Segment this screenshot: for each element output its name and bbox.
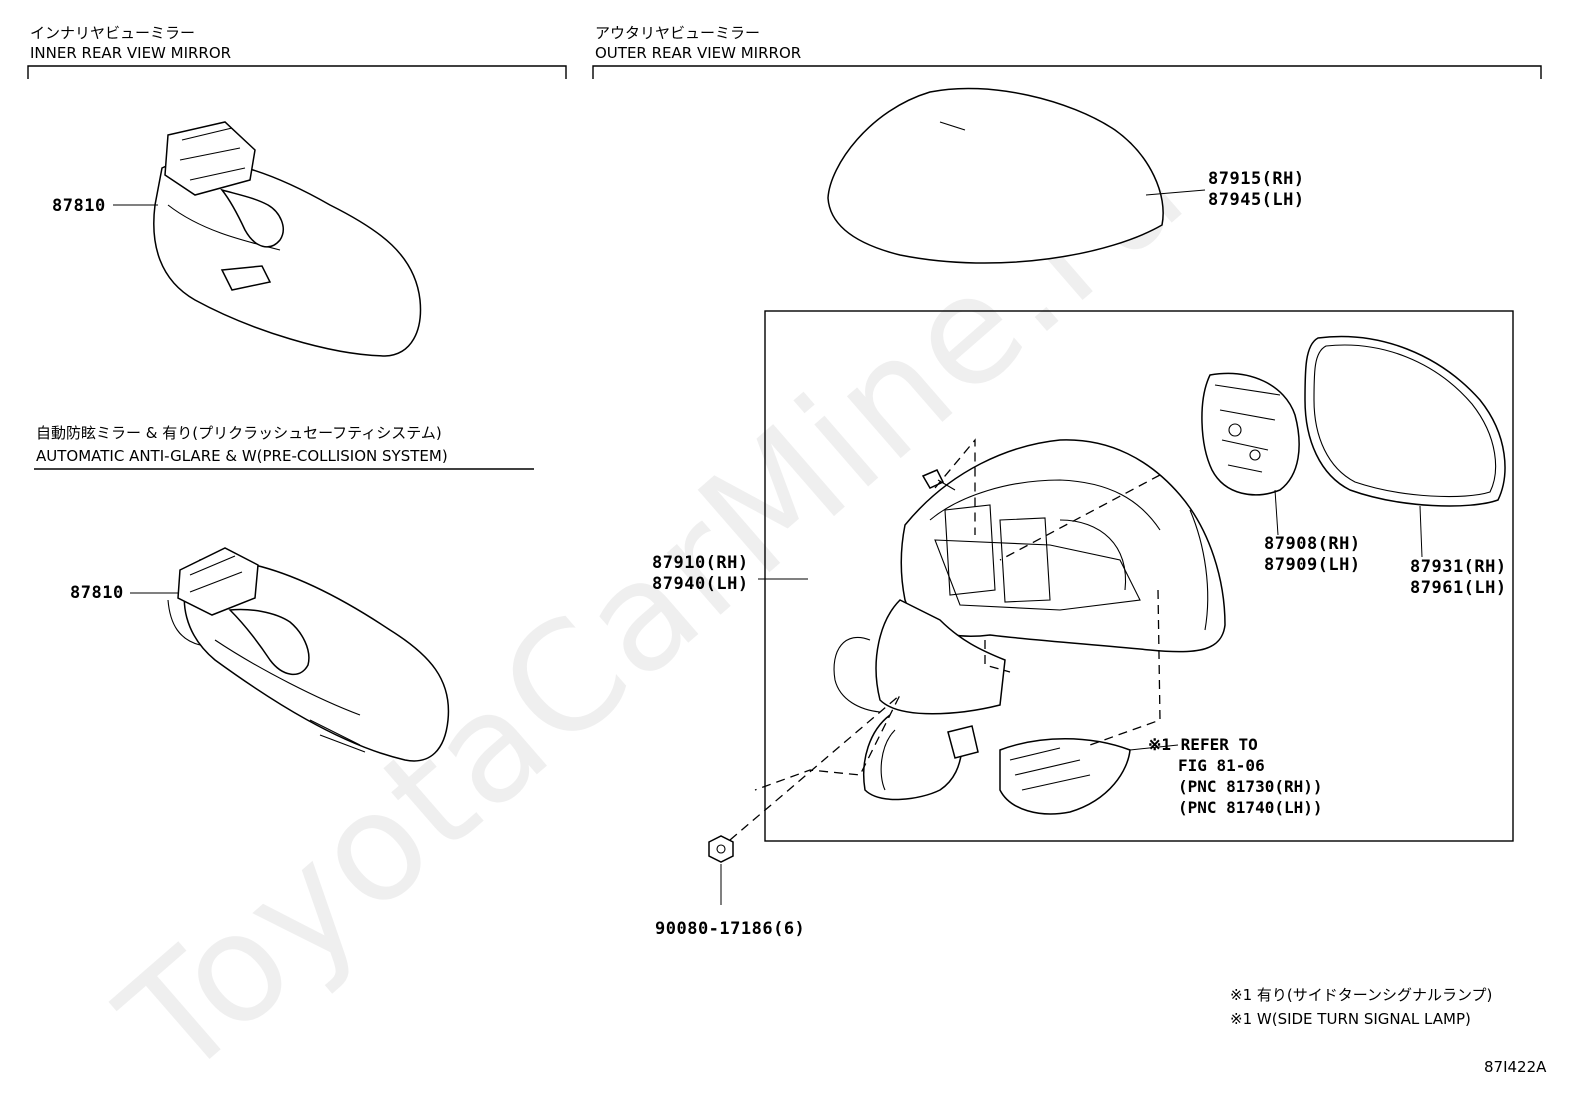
part-number-motor-lh[interactable]: 87909(LH) xyxy=(1264,555,1361,575)
part-number-assy-rh[interactable]: 87910(RH) xyxy=(652,553,749,573)
ref-pnc-lh[interactable]: (PNC 81740(LH)) xyxy=(1178,798,1323,817)
part-number-cover-rh[interactable]: 87915(RH) xyxy=(1208,169,1305,189)
ref-fig-link[interactable]: FIG 81-06 xyxy=(1178,756,1265,775)
leader-ref xyxy=(1129,744,1179,751)
part-number-motor-rh[interactable]: 87908(RH) xyxy=(1264,534,1361,554)
assembly-frame xyxy=(764,310,1514,842)
inner-subtitle-en: AUTOMATIC ANTI-GLARE & W(PRE-COLLISION S… xyxy=(36,447,448,465)
leader-87931 xyxy=(1419,505,1423,558)
leader-87908 xyxy=(1274,489,1279,536)
outer-title-en: OUTER REAR VIEW MIRROR xyxy=(595,44,802,62)
leader-87915 xyxy=(1145,189,1206,196)
part-number-glass-lh[interactable]: 87961(LH) xyxy=(1410,578,1507,598)
inner-mirror-illustration-2 xyxy=(167,547,450,762)
footnote-jp: ※1 有り(サイドターンシグナルランプ) xyxy=(1230,986,1493,1004)
inner-mirror-illustration-1 xyxy=(153,121,422,357)
part-number-inner-mirror-auto[interactable]: 87810 xyxy=(70,583,124,603)
mirror-glass-illustration xyxy=(1304,335,1506,507)
mirror-assembly-illustration xyxy=(833,439,1226,801)
inner-title-jp: インナリヤビューミラー xyxy=(30,24,196,42)
part-number-inner-mirror[interactable]: 87810 xyxy=(52,196,106,216)
screw-illustration xyxy=(921,469,956,491)
inner-section-bracket xyxy=(27,65,567,79)
nut-illustration xyxy=(708,835,734,863)
part-number-cover-lh[interactable]: 87945(LH) xyxy=(1208,190,1305,210)
inner-subtitle-jp: 自動防眩ミラー & 有り(プリクラッシュセーフティシステム) xyxy=(36,424,442,442)
outer-section-bracket xyxy=(592,65,1542,79)
mirror-motor-illustration xyxy=(1201,372,1300,496)
mirror-cover-illustration xyxy=(827,87,1164,264)
outer-title-jp: アウタリヤビューミラー xyxy=(595,24,761,42)
footnote-en: ※1 W(SIDE TURN SIGNAL LAMP) xyxy=(1230,1010,1471,1028)
ref-note-line-1: ※1 REFER TO xyxy=(1148,735,1258,754)
part-number-assy-lh[interactable]: 87940(LH) xyxy=(652,574,749,594)
part-number-glass-rh[interactable]: 87931(RH) xyxy=(1410,557,1507,577)
inner-title-en: INNER REAR VIEW MIRROR xyxy=(30,44,232,62)
assembly-dashed-lines xyxy=(729,438,1161,841)
illustration-code: 87I422A xyxy=(1484,1058,1547,1076)
ref-pnc-rh[interactable]: (PNC 81730(RH)) xyxy=(1178,777,1323,796)
part-number-nut[interactable]: 90080-17186(6) xyxy=(655,919,806,939)
turn-signal-lamp-illustration xyxy=(999,738,1131,815)
